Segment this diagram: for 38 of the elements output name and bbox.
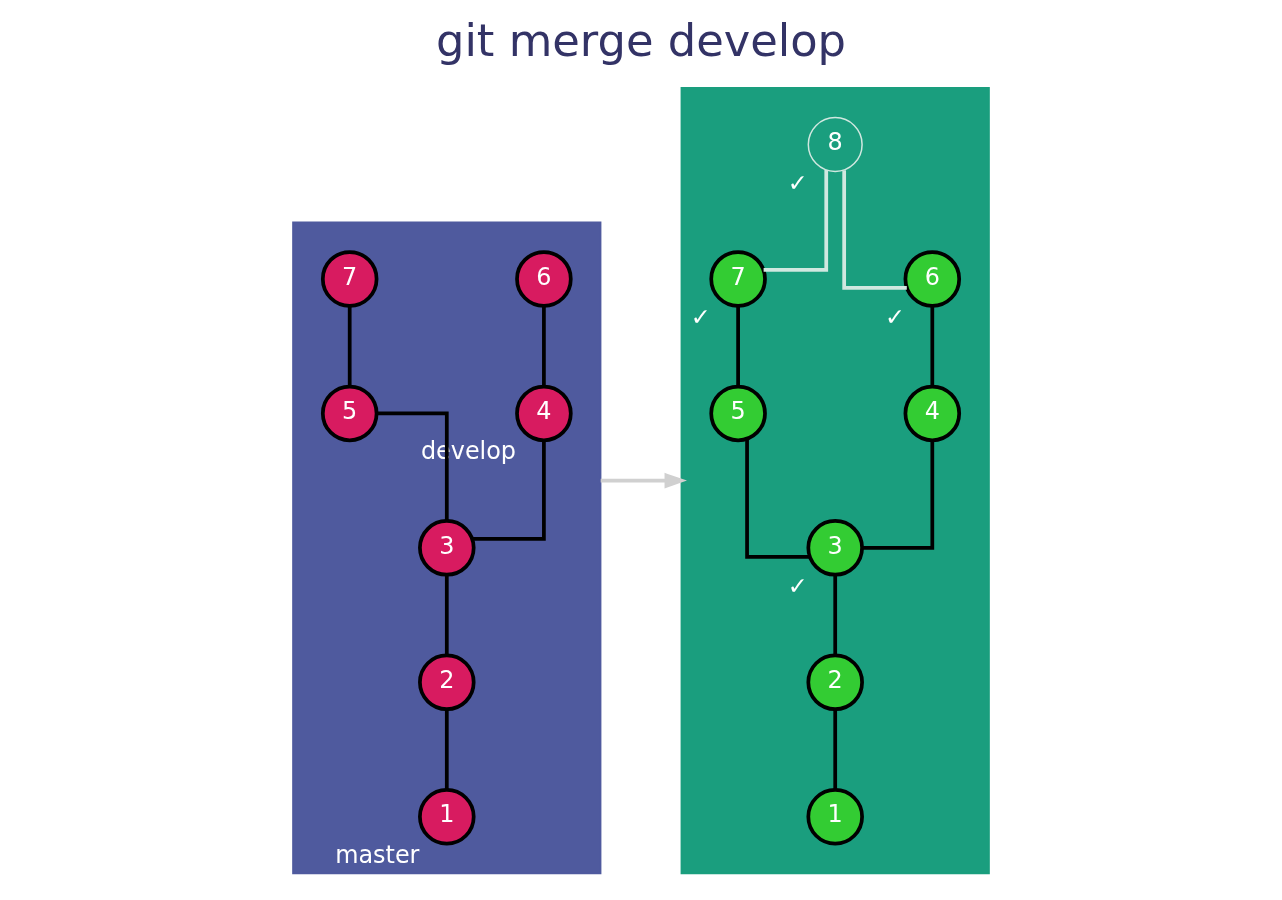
node-circle: 2 — [418, 653, 476, 712]
connector — [444, 575, 449, 656]
node-circle: 7 — [320, 250, 379, 308]
node-circle: 7 — [709, 250, 767, 308]
connector — [833, 709, 838, 790]
connector — [763, 169, 829, 272]
cluster — [292, 221, 602, 875]
connector — [842, 170, 907, 290]
node-label: master — [335, 840, 420, 869]
node-circle: 5 — [320, 384, 379, 443]
connector — [376, 411, 449, 521]
connector — [542, 306, 546, 387]
node-circle: 1 — [806, 788, 864, 846]
connector — [930, 306, 935, 387]
connector — [347, 306, 352, 387]
node-circle: 1 — [418, 788, 476, 846]
connector — [833, 575, 838, 656]
connector — [472, 440, 546, 541]
node-circle: 4 — [903, 384, 962, 443]
node-circle: 5 — [709, 384, 767, 443]
node-circle: 3 — [806, 519, 864, 577]
node-circle: 4 — [515, 384, 573, 443]
cluster — [680, 87, 990, 875]
node-label: ✓ — [690, 302, 711, 331]
connector — [862, 440, 935, 550]
node-circle: 6 — [515, 250, 573, 308]
node-label: ✓ — [884, 302, 905, 331]
node-label: ✓ — [787, 571, 808, 600]
diagram-title: git merge develop — [435, 14, 847, 68]
node-circle: 2 — [806, 653, 864, 712]
connector — [444, 709, 449, 790]
node-circle: 6 — [903, 250, 962, 308]
node-label: ✓ — [787, 168, 808, 197]
connector — [745, 439, 810, 559]
node-circle: 8 — [807, 116, 863, 173]
node-circle: 3 — [418, 519, 476, 577]
arrow — [600, 472, 687, 489]
connector — [736, 306, 740, 387]
